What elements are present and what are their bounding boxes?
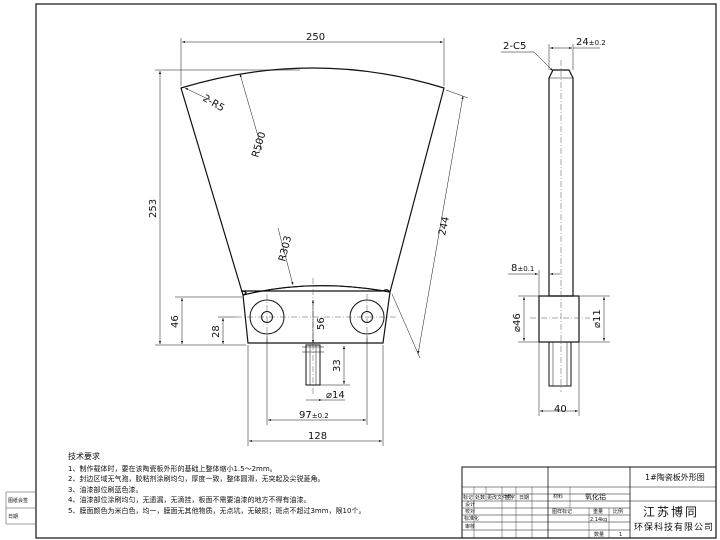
dim-arc-radius-inner: R303 — [277, 235, 294, 263]
tb-review-label: 审核 — [465, 523, 475, 530]
dim-arc-radius-outer: R500 — [250, 131, 268, 159]
dim-thickness-tol: ±0.2 — [589, 39, 606, 47]
tb-col-count: 处数 — [475, 494, 485, 501]
dim-boss-length-main: 8 — [511, 263, 517, 274]
binding-strip — [5, 491, 36, 525]
sheet-border — [35, 3, 717, 539]
dim-shaft-diameter: ⌀14 — [326, 390, 345, 401]
dim-chamfer: 2-C5 — [503, 41, 526, 52]
dim-shaft-length: 33 — [332, 359, 343, 372]
tb-col-mark: 标记 — [463, 494, 473, 501]
dim-hole-pitch-tol: ±0.2 — [312, 412, 329, 420]
dim-slant-length: 244 — [437, 216, 452, 237]
tech-note-item: 5、膜面颜色为米白色，均一，膜面无其他物质，无点坑，无破损；斑点不超过3mm，限… — [68, 506, 366, 515]
tb-title: 1#陶瓷板外形图 — [645, 472, 705, 482]
dim-bottom-height: 46 — [170, 315, 181, 328]
tb-company-line2: 环保科技有限公司 — [634, 521, 714, 533]
tech-notes-title: 技术要求 — [68, 452, 100, 461]
tb-col-date: 日期 — [519, 495, 529, 501]
side-boss — [538, 295, 580, 343]
dim-overall-width: 40 — [554, 404, 567, 415]
front-view — [180, 67, 445, 394]
side-dimensions — [501, 44, 610, 416]
dim-hole-spacing: 56 — [316, 317, 327, 330]
front-dimensions — [155, 38, 469, 446]
dim-top-width: 250 — [306, 32, 325, 43]
side-view — [538, 69, 580, 387]
side-pin — [548, 341, 572, 387]
tb-scale-label: 比例 — [613, 508, 623, 515]
dim-boss-diameter: ⌀46 — [512, 313, 523, 332]
tb-material-label: 材料 — [553, 493, 563, 500]
tb-qty-value: 1 — [619, 532, 622, 538]
dim-boss-length: 8±0.1 — [511, 263, 534, 274]
dim-bottom-width: 128 — [308, 431, 327, 442]
title-block — [461, 466, 717, 539]
dim-boss-length-tol: ±0.1 — [517, 265, 534, 273]
tech-note-item: 1、制作载体时，要在该陶瓷板外形的基础上整体缩小1.5～2mm。 — [68, 464, 277, 473]
countersign-label: 图纸会签 — [8, 497, 28, 504]
dim-hole-pitch-main: 97 — [299, 410, 312, 421]
tb-design-label: 设计 — [465, 501, 475, 508]
tb-stage-label: 图样标记 — [552, 508, 572, 515]
tb-weight-value: 2.14kg — [590, 517, 607, 523]
tb-weight-label: 重量 — [593, 508, 603, 515]
tb-col-sign: 签字 — [505, 494, 515, 501]
mounting-band — [242, 285, 391, 344]
dim-pin-diameter: ⌀11 — [592, 309, 603, 328]
dim-hole-pitch: 97±0.2 — [299, 410, 329, 421]
tb-company-line1: 江苏博同 — [643, 504, 699, 519]
tb-standard-label: 标准化 — [464, 515, 479, 522]
tb-material-value: 氧化铝 — [585, 492, 606, 501]
countersign-date-label: 日期 — [8, 514, 18, 520]
tb-qty-label: 数量 — [594, 531, 604, 538]
tech-note-item: 4、油漆部位涂刷均匀，无遗漏，无滴挂，板面不需要油漆的地方不得有油漆。 — [68, 496, 311, 505]
shaft — [305, 344, 321, 386]
dim-height-total: 253 — [148, 199, 159, 218]
dim-hole-offset: 28 — [211, 325, 222, 338]
tech-note-item: 3、油漆部位刷蓝色漆。 — [68, 485, 143, 494]
dim-thickness: 24±0.2 — [576, 37, 606, 48]
tech-notes: 技术要求 1、制作载体时，要在该陶瓷板外形的基础上整体缩小1.5～2mm。 2、… — [68, 452, 458, 517]
tb-check-label: 校对 — [465, 508, 475, 515]
dim-corner-radius: 2-R5 — [201, 93, 227, 114]
tb-col-change: 更改文件号 — [487, 494, 512, 501]
dim-thickness-main: 24 — [576, 37, 589, 48]
tech-note-item: 2、封边区域无气孢，胶粘剂涂刷均匀，厚度一致，整体圆滑，无突起及尖锐菱角。 — [68, 475, 325, 484]
